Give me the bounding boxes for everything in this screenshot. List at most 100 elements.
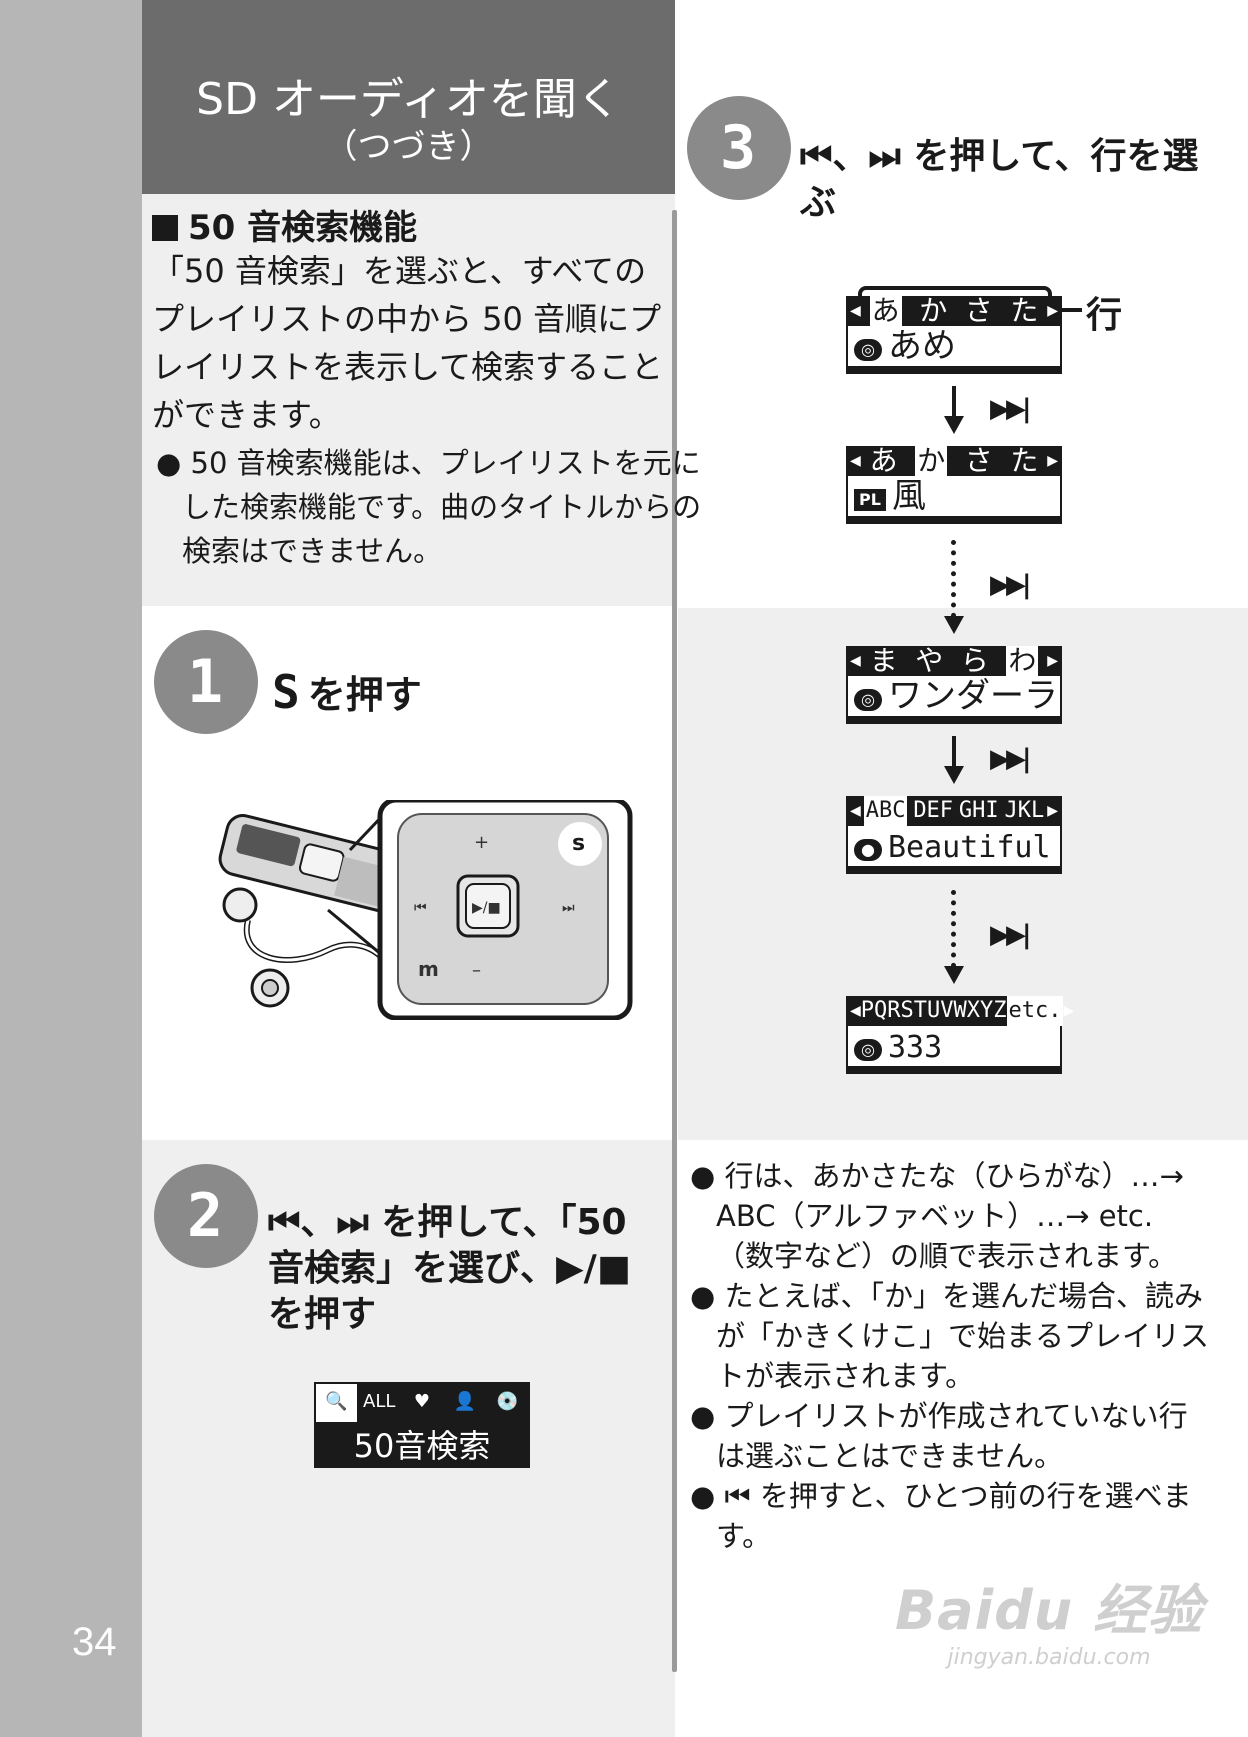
lcd-underbar — [846, 368, 1062, 374]
row-callout-label: 行 — [1086, 295, 1123, 336]
lcd-row-tabs: ◀あかさた▶ — [846, 296, 1062, 326]
lcd-row-tab: TUV — [913, 998, 954, 1023]
right-bottom-panel — [678, 1140, 1248, 1737]
lcd-row-tab: さ — [964, 294, 993, 327]
menu-display: 🔍 ALL ♥ 👤 💿 50音検索 — [314, 1382, 530, 1468]
note-item: ● たとえば、「か」を選んだ場合、読みが「かきくけこ」で始まるプレイリストが表示… — [690, 1279, 1210, 1393]
section-heading: 50 音検索機能 — [152, 200, 417, 249]
intro-body: 「50 音検索」を選ぶと、すべてのプレイリストの中から 50 音順にプレイリスト… — [152, 252, 664, 434]
favorite-icon: ♥ — [401, 1384, 445, 1422]
left-stripe — [0, 0, 142, 1737]
lcd-row-tab: DEF — [913, 798, 954, 823]
lcd-row-tab: WXYZ — [953, 998, 1007, 1023]
lcd-underbar — [846, 868, 1062, 874]
minus-key: – — [472, 960, 481, 981]
lcd-row-tabs: ◀まやらわ▶ — [846, 646, 1062, 676]
column-divider — [672, 210, 677, 1672]
left-triangle-icon: ◀ — [850, 453, 861, 469]
step-3-circle: 3 — [687, 96, 791, 200]
left-triangle-icon: ◀ — [850, 803, 861, 819]
device-illustration: + s ⏮ ▶/■ ⏭ m – — [218, 800, 633, 1020]
square-bullet-icon — [152, 215, 178, 241]
down-arrow-icon — [944, 766, 964, 784]
watermark: Baidu 经验 jingyan.baidu.com — [895, 1566, 1203, 1670]
fast-forward-icon: ▶▶| — [990, 920, 1031, 950]
menu-icon-row: 🔍 ALL ♥ 👤 💿 — [314, 1382, 530, 1424]
right-triangle-icon: ▶ — [1047, 803, 1058, 819]
arrow-shaft-1 — [952, 386, 956, 418]
s-button-glyph: S — [272, 665, 300, 719]
lcd-row-tab: GHI — [958, 798, 999, 823]
lcd-row-tab: さ — [964, 444, 993, 477]
title-band: SD オーディオを聞く （つづき） — [142, 0, 675, 194]
lcd-row-tab: ら — [960, 644, 989, 677]
lcd-row-tab: ABC — [863, 796, 908, 826]
lcd-display-2: ◀あかさた▶ PL 風 — [846, 446, 1062, 524]
left-triangle-icon: ◀ — [850, 303, 861, 319]
lcd-underbar — [846, 518, 1062, 524]
row-callout-line — [1050, 308, 1082, 312]
arrow-shaft-4 — [951, 890, 956, 968]
fast-forward-icon: ▶▶| — [990, 394, 1031, 424]
down-arrow-icon — [944, 416, 964, 434]
artist-icon: 👤 — [444, 1384, 488, 1422]
lcd-entry: PL 風 — [846, 476, 1062, 518]
lcd-display-1: ◀あかさた▶◎あめ — [846, 296, 1062, 374]
s-key: s — [572, 831, 585, 856]
lcd-entry: ●Beautiful — [846, 826, 1062, 868]
step-2-number: 2 — [186, 1181, 226, 1251]
play-stop-key-icon: ▶/■ — [472, 900, 501, 916]
fast-forward-icon: ▶▶| — [990, 570, 1031, 600]
lcd-row-tab: etc. — [1006, 996, 1064, 1026]
page-subtitle: （つづき） — [323, 127, 494, 167]
disc-icon: ◎ — [854, 1039, 882, 1061]
step-3-instruction: ⏮、⏭ を押して、行を選ぶ — [800, 136, 1199, 223]
right-triangle-icon: ▶ — [1047, 453, 1058, 469]
lcd-row-tab: か — [915, 444, 948, 477]
left-triangle-icon: ◀ — [850, 653, 861, 669]
right-triangle-icon: ▶ — [1063, 1003, 1075, 1019]
album-icon: 💿 — [487, 1384, 528, 1422]
step-2-instruction: ⏮、⏭ を押して、「50 音検索」を選び、▶/■ を押す — [268, 1202, 631, 1335]
arrow-shaft-2 — [951, 540, 956, 618]
all-icon: ALL — [358, 1384, 402, 1422]
notes-list: ● 行は、あかさたな（ひらがな）…→ ABC（アルファベット）…→ etc.（数… — [690, 1156, 1210, 1556]
lcd-display-3: ◀まやらわ▶◎ワンダーラ — [846, 646, 1062, 724]
note-item: ● プレイリストが作成されていない行は選ぶことはできません。 — [690, 1399, 1188, 1473]
lcd-entry: ◎あめ — [846, 326, 1062, 368]
intro-panel — [142, 194, 675, 606]
lcd-row-tab: PQRS — [860, 998, 914, 1023]
down-arrow-icon — [944, 616, 964, 634]
next-key-icon: ⏭ — [562, 900, 575, 916]
right-triangle-icon: ▶ — [1047, 303, 1058, 319]
lcd-row-tab: た — [1010, 294, 1039, 327]
lcd-underbar — [846, 718, 1062, 724]
menu-label: 50音検索 — [314, 1424, 530, 1468]
lcd-entry-text: 333 — [888, 1030, 943, 1065]
watermark-url: jingyan.baidu.com — [947, 1645, 1151, 1670]
playlist-icon: PL — [854, 489, 886, 511]
fast-forward-icon: ▶▶| — [990, 744, 1031, 774]
watermark-logo: Baidu 经验 — [895, 1579, 1204, 1642]
section-heading-text: 50 音検索機能 — [188, 208, 418, 248]
lcd-row-tab: ま — [869, 644, 898, 677]
disc-icon: ◎ — [854, 339, 882, 361]
prev-key-icon: ⏮ — [414, 900, 427, 916]
artist-icon: ● — [854, 839, 882, 861]
step-1-number: 1 — [186, 647, 226, 717]
arrow-shaft-3 — [952, 736, 956, 768]
lcd-entry-text: ワンダーラ — [888, 676, 1058, 716]
lcd-entry-text: 風 — [892, 476, 926, 516]
step-2-circle: 2 — [154, 1164, 258, 1268]
lcd-row-tabs: ◀あかさた▶ — [846, 446, 1062, 476]
plus-key: + — [474, 832, 489, 853]
step-1-text: を押す — [307, 673, 422, 717]
page-title: SD オーディオを聞く — [196, 74, 621, 125]
lcd-row-tab: や — [915, 644, 944, 677]
page-number: 34 — [72, 1620, 117, 1664]
